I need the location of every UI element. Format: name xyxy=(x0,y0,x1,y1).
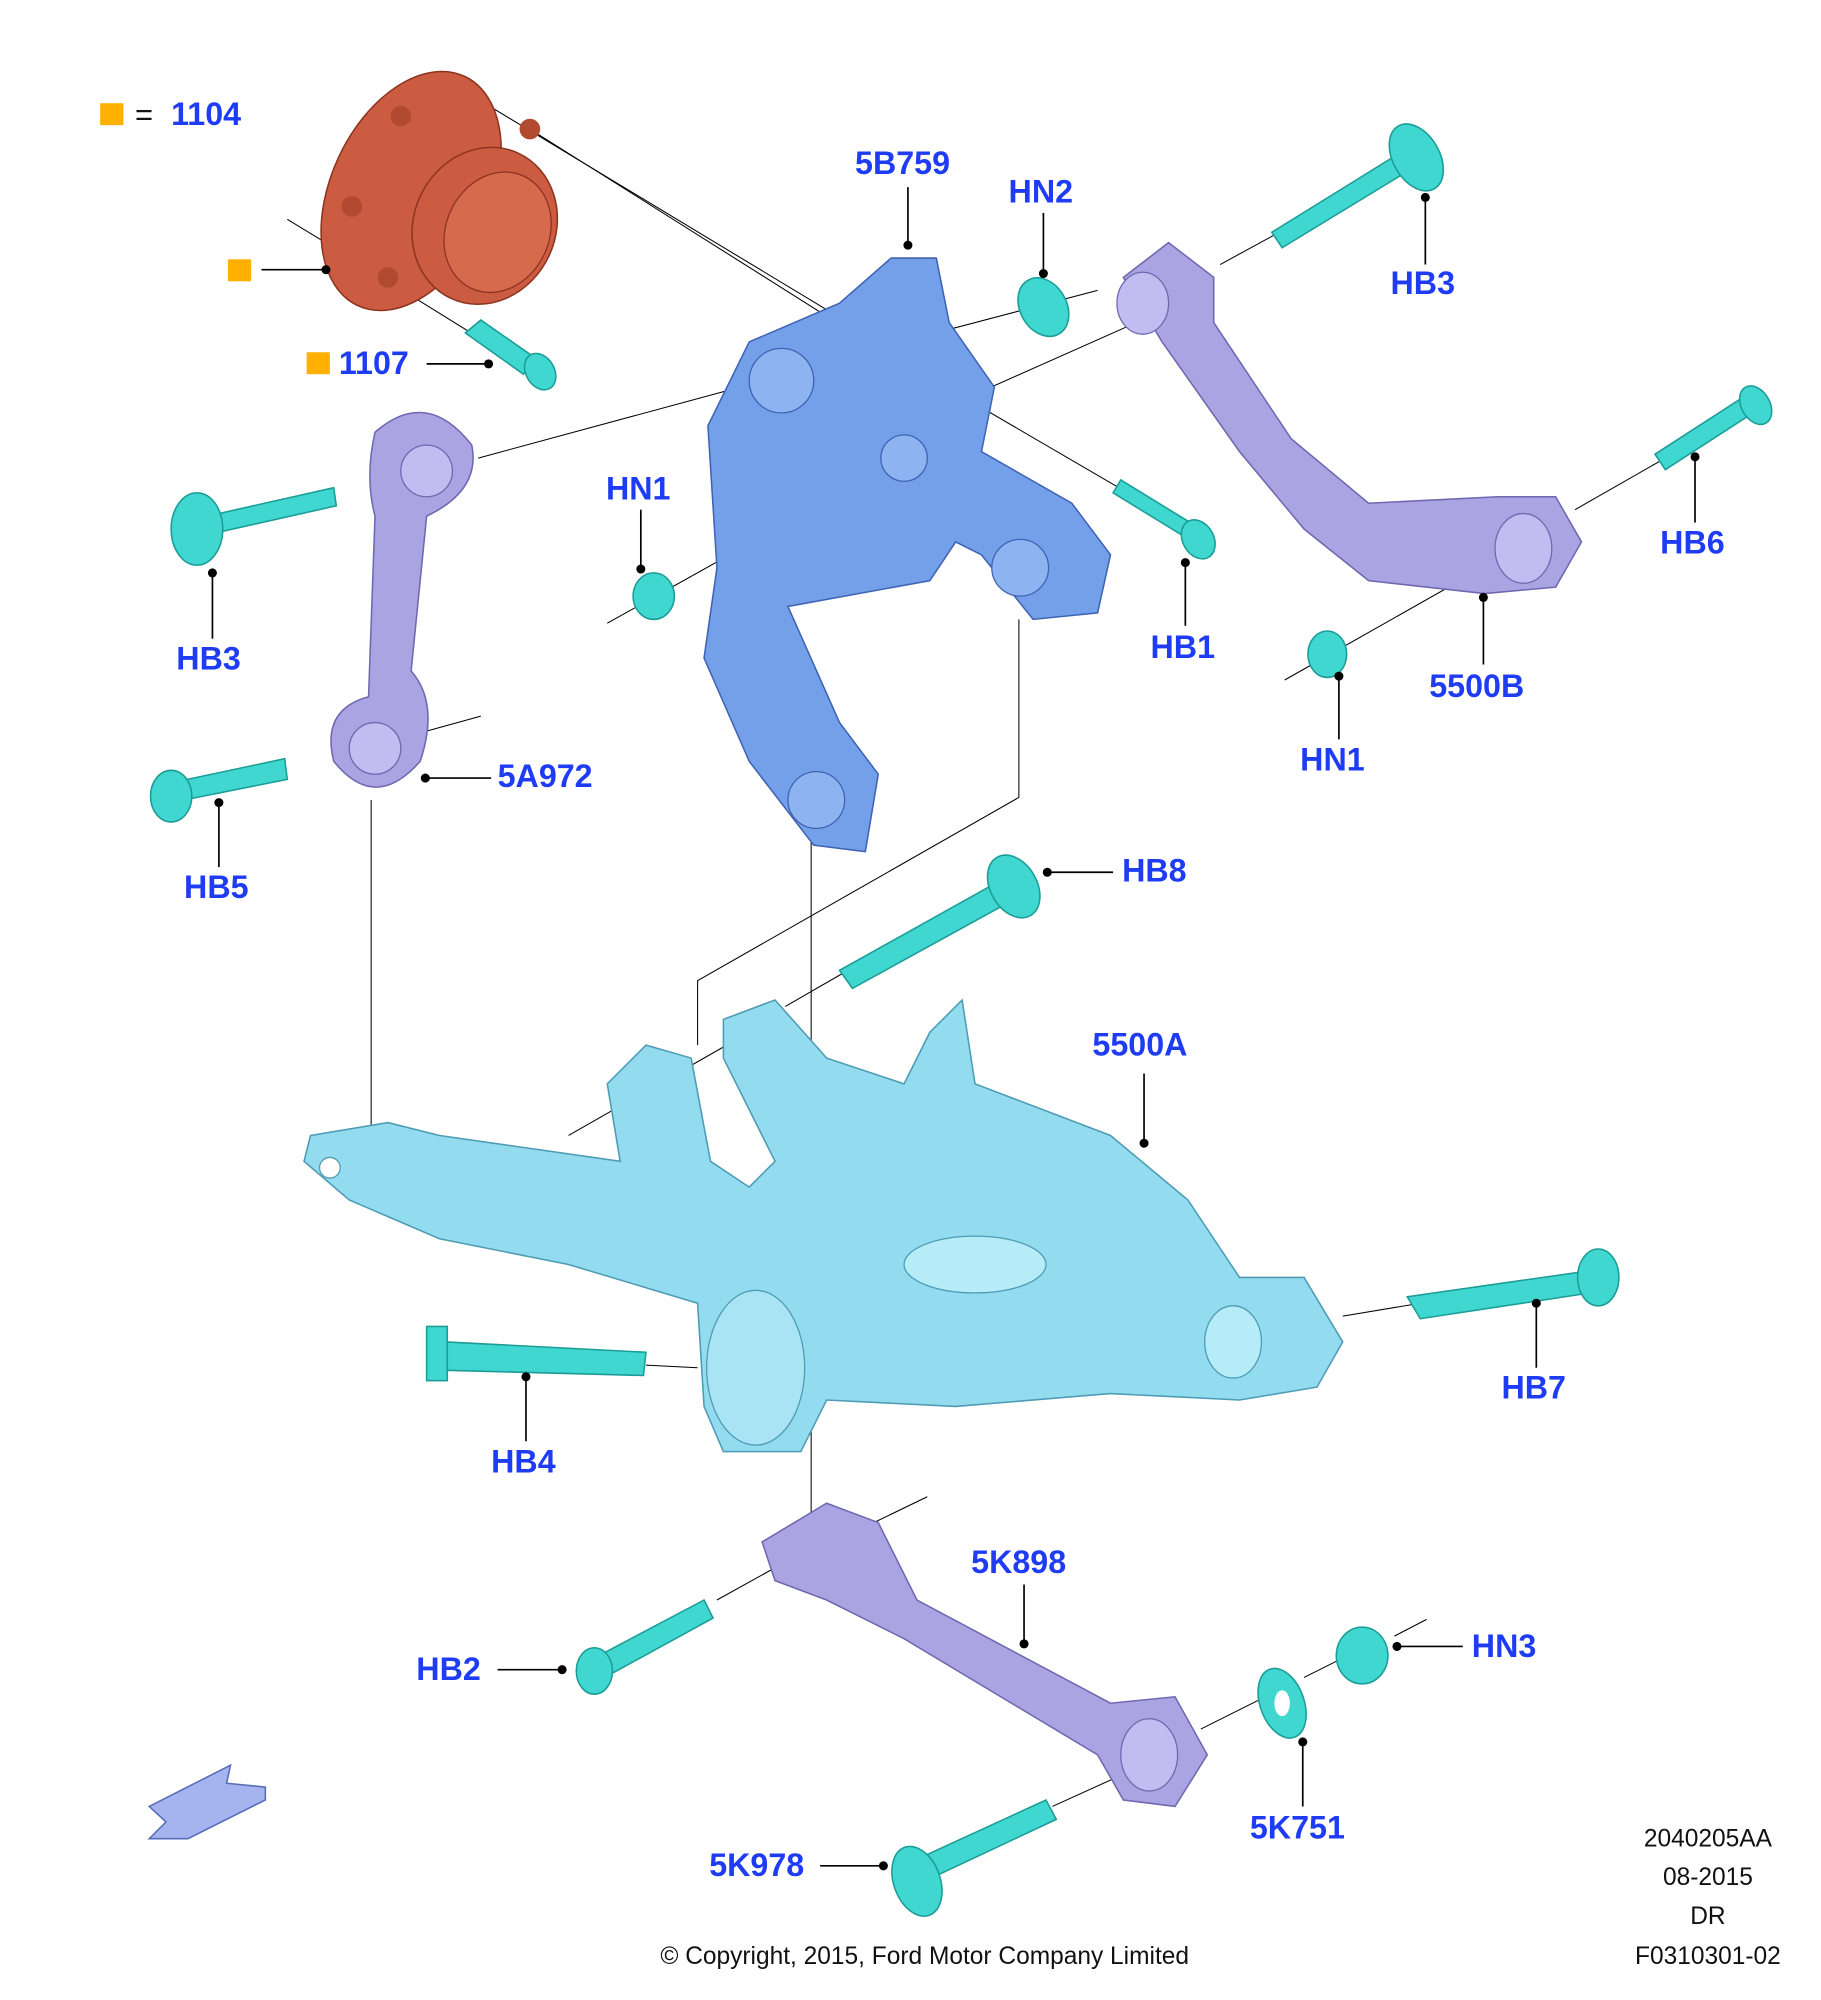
wheel-hub-1104[interactable] xyxy=(285,43,583,340)
bolt-5k978[interactable] xyxy=(883,1798,1058,1923)
label-5500B[interactable]: 5500B xyxy=(1429,668,1524,704)
label-HB3-top[interactable]: HB3 xyxy=(1391,265,1456,301)
label-5500A[interactable]: 5500A xyxy=(1092,1026,1187,1062)
hub-marker-icon xyxy=(227,259,252,282)
illustration-id: 2040205AA xyxy=(1644,1825,1773,1852)
label-HN1-right[interactable]: HN1 xyxy=(1300,741,1365,777)
illustration-region: DR xyxy=(1690,1903,1725,1930)
knuckle-5B759[interactable] xyxy=(703,257,1112,853)
illustration-info: 2040205AA 08-2015 DR F0310301-02 xyxy=(1635,1825,1781,1969)
lower-arm-5500A[interactable] xyxy=(303,998,1344,1453)
bolt-hb6[interactable] xyxy=(1653,380,1778,471)
legend-assembly-number: 1104 xyxy=(171,96,241,132)
bolt-hb3-left[interactable] xyxy=(170,486,338,566)
label-1107[interactable]: 1107 xyxy=(339,345,409,381)
bolt-hb3-top[interactable] xyxy=(1270,115,1455,249)
fasteners xyxy=(149,115,1778,1923)
bolt-hb8[interactable] xyxy=(838,846,1051,990)
label-HB6[interactable]: HB6 xyxy=(1660,525,1725,561)
nut-hn3[interactable] xyxy=(1335,1626,1389,1685)
part-labels: 1107 5B759 HN2 HB3 HN1 HB1 HB3 HB6 5500B… xyxy=(176,145,1724,1883)
bolt-hb1[interactable] xyxy=(1112,478,1222,565)
vehicle-front-arrow-icon xyxy=(147,1763,267,1840)
upper-arm-5500B[interactable] xyxy=(1116,241,1583,595)
label-5B759[interactable]: 5B759 xyxy=(855,145,950,181)
label-HB8[interactable]: HB8 xyxy=(1122,852,1187,888)
legend-equals: = xyxy=(135,97,153,132)
figure-reference: F0310301-02 xyxy=(1635,1943,1781,1970)
label-5A972[interactable]: 5A972 xyxy=(498,758,593,794)
label-HB1[interactable]: HB1 xyxy=(1151,629,1216,665)
trailing-link-5K898[interactable] xyxy=(761,1502,1209,1808)
label-HB5[interactable]: HB5 xyxy=(184,869,249,905)
copyright-text: © Copyright, 2015, Ford Motor Company Li… xyxy=(660,1943,1189,1970)
label-5K751[interactable]: 5K751 xyxy=(1250,1810,1345,1846)
washer-5k751[interactable] xyxy=(1249,1662,1315,1745)
label-HB7[interactable]: HB7 xyxy=(1501,1370,1566,1406)
label-HB4[interactable]: HB4 xyxy=(491,1443,556,1479)
label-HN1-left[interactable]: HN1 xyxy=(606,470,671,506)
bolt-hb5[interactable] xyxy=(149,757,289,823)
label-5K898[interactable]: 5K898 xyxy=(971,1544,1066,1580)
bolt-hb2[interactable] xyxy=(575,1598,715,1695)
nut-hn1-left[interactable] xyxy=(632,572,676,621)
illustration-date: 08-2015 xyxy=(1663,1864,1753,1891)
label-HB3-left[interactable]: HB3 xyxy=(176,641,241,677)
nut-hn1-right[interactable] xyxy=(1307,630,1348,679)
legend-marker-icon xyxy=(100,103,124,126)
label-5K978[interactable]: 5K978 xyxy=(709,1847,804,1883)
nut-hn2[interactable] xyxy=(1008,269,1079,346)
wheel-stud-1107[interactable] xyxy=(464,319,562,395)
label-leaders xyxy=(207,187,1700,1871)
label-HN2[interactable]: HN2 xyxy=(1009,174,1074,210)
bolt-hb4[interactable] xyxy=(425,1325,647,1382)
stud-marker-icon xyxy=(306,352,330,375)
bolt-hb7[interactable] xyxy=(1406,1248,1620,1320)
toe-link-5A972[interactable] xyxy=(330,411,474,788)
legend: = 1104 xyxy=(100,96,330,375)
label-HB2[interactable]: HB2 xyxy=(416,1651,481,1687)
label-HN3[interactable]: HN3 xyxy=(1472,1628,1537,1664)
